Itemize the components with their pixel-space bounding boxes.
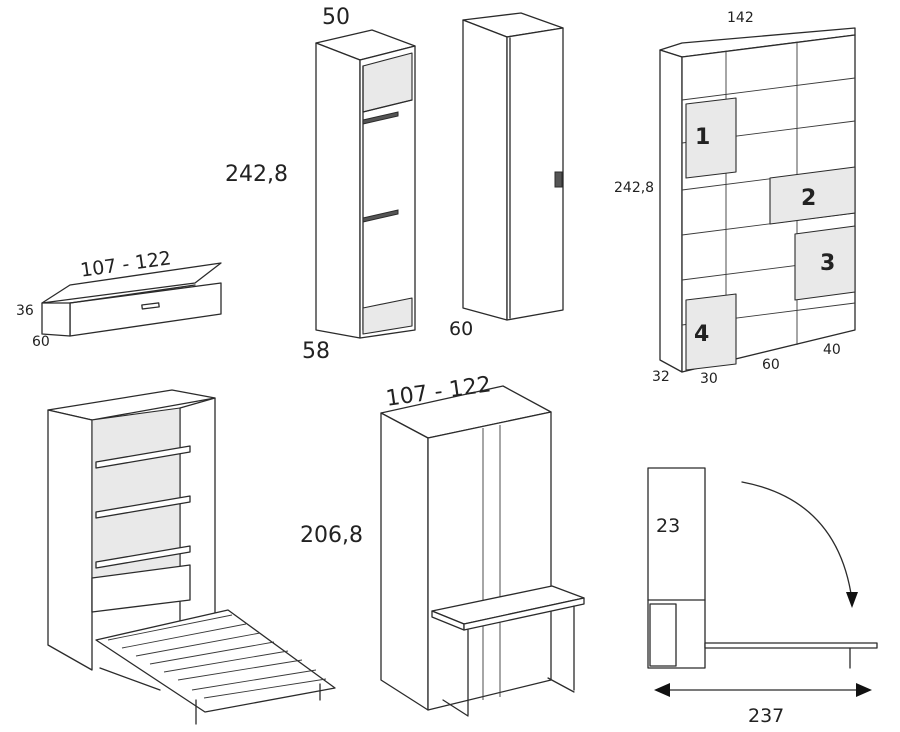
arrow-head-icon	[846, 592, 858, 608]
bookcase-panel-2	[769, 166, 856, 225]
panel-label-4: 4	[694, 322, 709, 347]
arrow-left-icon	[654, 683, 670, 697]
panel-label-1: 1	[695, 125, 710, 150]
side-depth-label: 23	[656, 515, 680, 537]
bookcase-col3-label: 40	[823, 342, 841, 358]
bookcase-panel-4	[685, 293, 737, 371]
wardrobe-height-label: 242,8	[225, 162, 288, 187]
swing-arrow	[741, 481, 853, 601]
desk-bed-height-label: 206,8	[300, 523, 363, 548]
arrow-right-icon	[856, 683, 872, 697]
bookcase-height-label: 242,8	[614, 180, 654, 196]
wall-bed-desk	[380, 385, 585, 717]
bed-slats	[107, 614, 327, 699]
closed-wardrobe-depth-label: 60	[449, 318, 473, 340]
shelf-depth-label: 60	[32, 334, 50, 350]
bookcase-col1-label: 30	[700, 371, 718, 387]
wardrobe-top-label: 50	[322, 5, 350, 30]
side-length-label: 237	[748, 705, 784, 727]
bookcase-width-label: 142	[727, 10, 754, 26]
bookcase-panel-3	[794, 225, 856, 301]
shelf-unit	[41, 262, 222, 337]
side-view	[647, 467, 878, 697]
lock-icon	[554, 171, 563, 188]
shelf-handle	[141, 302, 160, 310]
panel-label-3: 3	[820, 251, 835, 276]
bookcase	[659, 27, 856, 373]
panel-label-2: 2	[801, 186, 816, 211]
bookcase-col2-label: 60	[762, 357, 780, 373]
shelf-height-label: 36	[16, 303, 34, 319]
bookcase-depth-label: 32	[652, 369, 670, 385]
wardrobe-bottom-label: 58	[302, 339, 330, 364]
wall-bed-open	[47, 389, 336, 725]
bookcase-panel-1	[685, 97, 737, 179]
open-wardrobe	[315, 29, 416, 339]
closed-wardrobe	[462, 12, 564, 321]
